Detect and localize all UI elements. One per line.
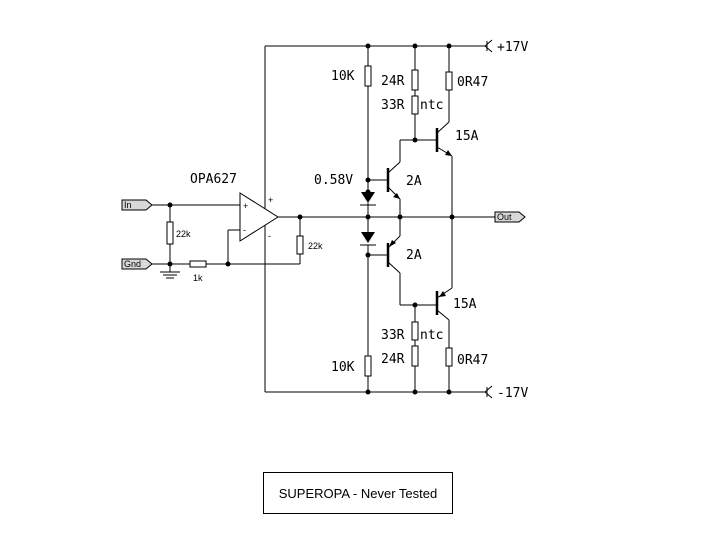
resistor-0r47-bottom xyxy=(445,347,453,367)
transistor-power-bottom-label: 15A xyxy=(453,297,477,312)
opamp-triangle xyxy=(239,192,279,242)
output-port xyxy=(494,211,526,223)
resistor-24r-top-label: 24R xyxy=(381,74,405,89)
resistor-0r47-bottom-label: 0R47 xyxy=(457,353,488,368)
positive-rail-label: +17V xyxy=(497,40,528,55)
resistor-10k-top xyxy=(364,65,372,87)
opamp-supply-plus-sign: + xyxy=(268,195,273,205)
diode-bias-voltage-label: 0.58V xyxy=(314,173,353,188)
opamp-supply-minus-sign: - xyxy=(268,231,271,241)
resistor-22k-input xyxy=(166,221,174,245)
schematic-title: SUPEROPA - Never Tested xyxy=(278,485,438,501)
output-port-label: Out xyxy=(497,212,512,222)
transistor-driver-top xyxy=(368,140,401,217)
resistor-33r-ntc-bottom xyxy=(411,321,419,341)
resistor-10k-bottom xyxy=(364,355,372,377)
resistor-0r47-top-label: 0R47 xyxy=(457,75,488,90)
transistor-driver-top-label: 2A xyxy=(406,174,422,189)
input-port-label: In xyxy=(124,200,132,210)
positive-rail-terminal xyxy=(484,39,493,53)
ground-port xyxy=(121,258,153,270)
input-port xyxy=(121,199,153,211)
resistor-33r-ntc-top xyxy=(411,95,419,115)
title-box: SUPEROPA - Never Tested xyxy=(263,472,453,514)
negative-rail-label: -17V xyxy=(497,386,528,401)
transistor-driver-bottom xyxy=(368,217,401,305)
resistor-ntc-bottom-label: ntc xyxy=(420,328,443,343)
resistor-1k-label: 1k xyxy=(193,273,203,283)
transistor-power-top xyxy=(435,46,453,217)
resistor-33r-bottom-label: 33R xyxy=(381,328,405,343)
resistor-10k-top-label: 10K xyxy=(331,69,355,84)
resistor-0r47-top xyxy=(445,71,453,91)
ground-icon xyxy=(160,264,180,279)
diode-top xyxy=(360,192,376,232)
opamp-part-label: OPA627 xyxy=(190,172,237,187)
negative-rail-terminal xyxy=(484,385,493,399)
resistor-24r-bottom-label: 24R xyxy=(381,352,405,367)
diode-bottom xyxy=(360,232,376,246)
transistor-power-top-label: 15A xyxy=(455,129,479,144)
resistor-22k-input-label: 22k xyxy=(176,229,191,239)
resistor-10k-bottom-label: 10K xyxy=(331,360,355,375)
resistor-ntc-top-label: ntc xyxy=(420,98,443,113)
resistor-1k xyxy=(189,260,207,268)
transistor-driver-bottom-label: 2A xyxy=(406,248,422,263)
resistor-24r-top xyxy=(411,69,419,91)
ground-port-label: Gnd xyxy=(124,259,141,269)
resistor-24r-bottom xyxy=(411,345,419,367)
opamp-minus-input-sign: - xyxy=(243,225,246,235)
resistor-22k-feedback-label: 22k xyxy=(308,241,323,251)
opamp-plus-input-sign: + xyxy=(243,201,248,211)
resistor-22k-feedback xyxy=(296,235,304,255)
resistor-33r-top-label: 33R xyxy=(381,98,405,113)
